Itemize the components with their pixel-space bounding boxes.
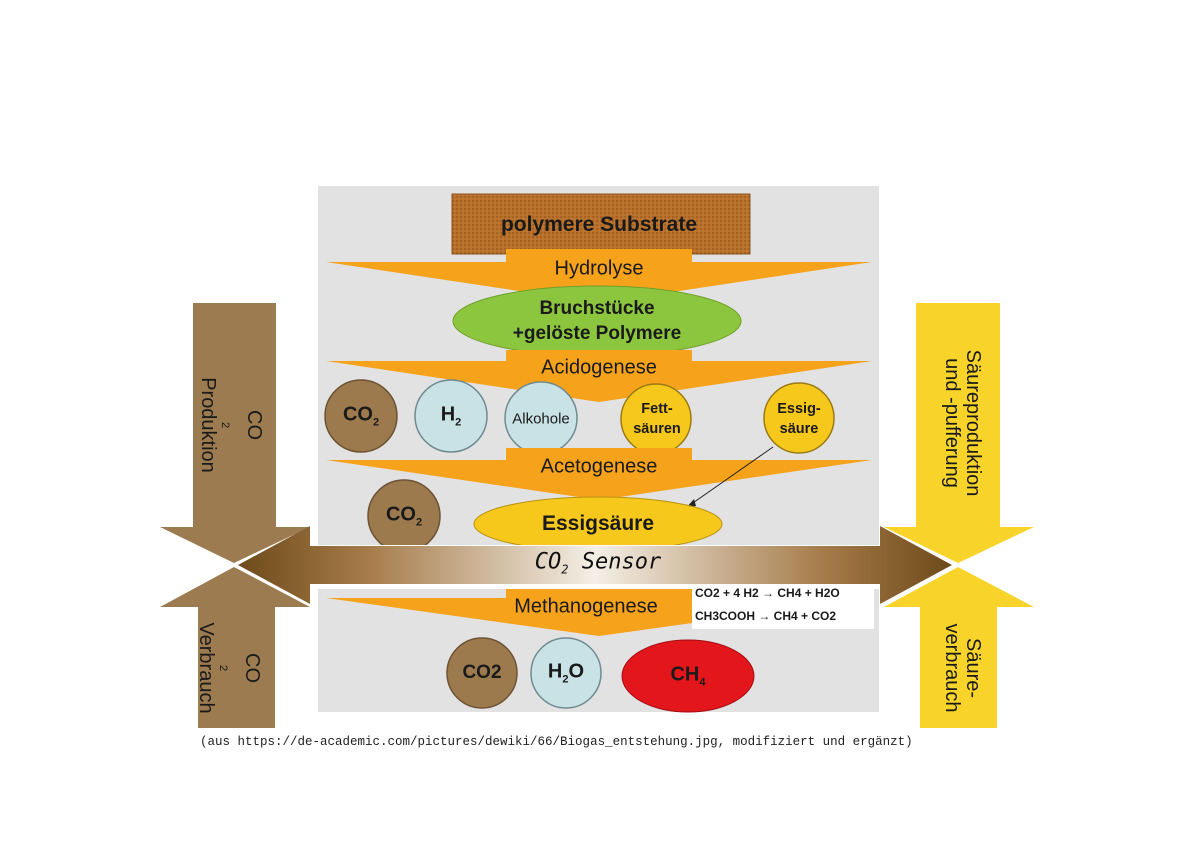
acid-production-label: Säureproduktion und -pufferung (941, 349, 984, 497)
connector-line (689, 446, 774, 506)
source-caption: (aus https://de-academic.com/pictures/de… (200, 735, 913, 749)
co2-production-arrow (160, 303, 310, 563)
reaction-2: CH3COOH → CH4 + CO2 (695, 609, 837, 623)
co2-label-acetogenesis: CO2 (385, 503, 423, 529)
methanogenesis-label: Methanogenese (514, 595, 658, 618)
acetic-acid-main-label: Essigsäure (541, 512, 655, 535)
polymer-substrates-label: polymere Substrate (500, 213, 698, 236)
h2-circle (414, 379, 488, 453)
co2-circle-methanogenesis (446, 637, 518, 709)
acid-consumption-label: Säure- verbrauch (941, 623, 984, 713)
h2-label: H2 (440, 403, 462, 429)
polymer-substrates-box (451, 193, 751, 255)
h2o-label: H2O (547, 660, 585, 686)
reaction-box (692, 585, 874, 629)
fatty-acids-label-line2: säuren (633, 421, 681, 437)
co2-sensor-label: CO2 Sensor (534, 549, 662, 577)
ch4-label: CH4 (670, 663, 706, 689)
h2o-circle (530, 637, 602, 709)
co2-label-methanogenesis: CO2 (462, 662, 502, 683)
acetogenesis-label: Acetogenese (540, 455, 658, 478)
acid-consumption-arrow (884, 567, 1034, 728)
reaction-1: CO2 + 4 H2 → CH4 + H2O (695, 586, 840, 600)
ch4-ellipse (621, 639, 755, 713)
acid-production-arrow (884, 303, 1034, 563)
co2-consumption-arrow (160, 567, 310, 728)
fragments-label-line2: +gelöste Polymere (512, 323, 682, 344)
fatty-acids-circle (620, 383, 692, 455)
acetic-acid-label-line1: Essig- (777, 401, 821, 417)
acetic-acid-label-line2: säure (779, 421, 819, 437)
fragments-ellipse (452, 285, 742, 357)
acidogenesis-arrow (326, 350, 872, 402)
alcohols-label: Alkohole (512, 410, 570, 428)
co2-label: CO2 (342, 403, 380, 429)
acidogenesis-label: Acidogenese (541, 356, 657, 379)
acetic-acid-circle (763, 382, 835, 454)
fatty-acids-label-line1: Fett- (641, 401, 673, 417)
co2-circle (324, 379, 398, 453)
hydrolysis-label: Hydrolyse (554, 257, 644, 280)
acetogenesis-arrow (326, 448, 872, 500)
co2-sensor-arrow (238, 526, 952, 604)
hydrolysis-arrow (326, 249, 872, 303)
fragments-label-line1: Bruchstücke (539, 298, 655, 319)
